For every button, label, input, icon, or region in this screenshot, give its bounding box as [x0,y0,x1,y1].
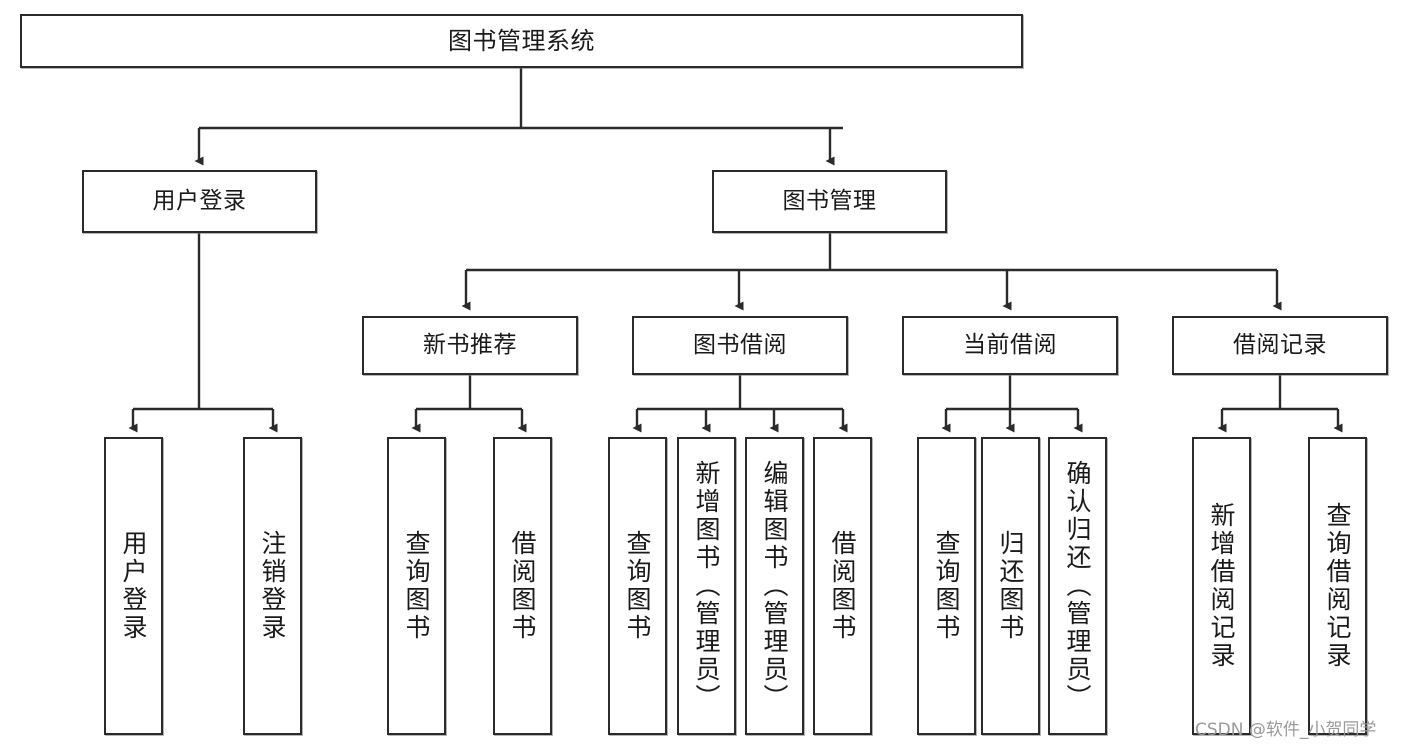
node-label-leaf-confirm-return: 确认归还（管理员） [1063,460,1092,712]
node-current-borrow[interactable]: 当前借阅 [902,316,1118,375]
node-leaf-borrow-book-1[interactable]: 借阅图书 [493,437,552,735]
node-borrow-record[interactable]: 借阅记录 [1172,316,1388,375]
node-label-leaf-query-book-2: 查询图书 [623,530,652,642]
node-label-leaf-query-book-1: 查询图书 [402,530,431,642]
node-label-root: 图书管理系统 [448,26,595,55]
node-label-leaf-add-record: 新增借阅记录 [1207,502,1236,670]
node-label-leaf-borrow-book-2: 借阅图书 [828,530,857,642]
node-label-leaf-return-book: 归还图书 [996,530,1025,642]
node-leaf-return-book[interactable]: 归还图书 [981,437,1040,735]
node-leaf-query-record[interactable]: 查询借阅记录 [1308,437,1367,735]
node-label-leaf-user-login: 用户登录 [119,530,148,642]
node-book-borrow[interactable]: 图书借阅 [632,316,848,375]
node-leaf-query-book-3[interactable]: 查询图书 [917,437,976,735]
node-leaf-query-book-1[interactable]: 查询图书 [387,437,446,735]
node-book-manage[interactable]: 图书管理 [712,170,947,233]
node-label-leaf-add-book: 新增图书（管理员） [692,460,721,712]
node-label-borrow-record: 借阅记录 [1233,331,1327,358]
node-leaf-edit-book[interactable]: 编辑图书（管理员） [745,437,804,735]
node-root-system[interactable]: 图书管理系统 [20,14,1023,68]
node-new-book-recommend[interactable]: 新书推荐 [362,316,578,375]
node-label-leaf-edit-book: 编辑图书（管理员） [760,460,789,712]
node-label-leaf-query-record: 查询借阅记录 [1323,502,1352,670]
node-leaf-add-record[interactable]: 新增借阅记录 [1192,437,1251,735]
node-label-leaf-logout-login: 注销登录 [258,530,287,642]
node-label-book-borrow: 图书借阅 [693,331,787,358]
node-label-book-manage: 图书管理 [782,187,877,214]
node-leaf-add-book[interactable]: 新增图书（管理员） [677,437,736,735]
node-leaf-user-login[interactable]: 用户登录 [104,437,163,735]
node-leaf-query-book-2[interactable]: 查询图书 [608,437,667,735]
node-leaf-borrow-book-2[interactable]: 借阅图书 [813,437,872,735]
node-user-login[interactable]: 用户登录 [82,170,317,233]
node-label-new-book-recommend: 新书推荐 [423,331,517,358]
node-leaf-confirm-return[interactable]: 确认归还（管理员） [1048,437,1107,735]
csdn-watermark: CSDN @软件_小贺同学 [1195,720,1377,740]
node-label-current-borrow: 当前借阅 [963,331,1057,358]
node-label-user-login: 用户登录 [152,187,247,214]
node-label-leaf-query-book-3: 查询图书 [932,530,961,642]
node-label-leaf-borrow-book-1: 借阅图书 [508,530,537,642]
node-leaf-logout-login[interactable]: 注销登录 [243,437,302,735]
